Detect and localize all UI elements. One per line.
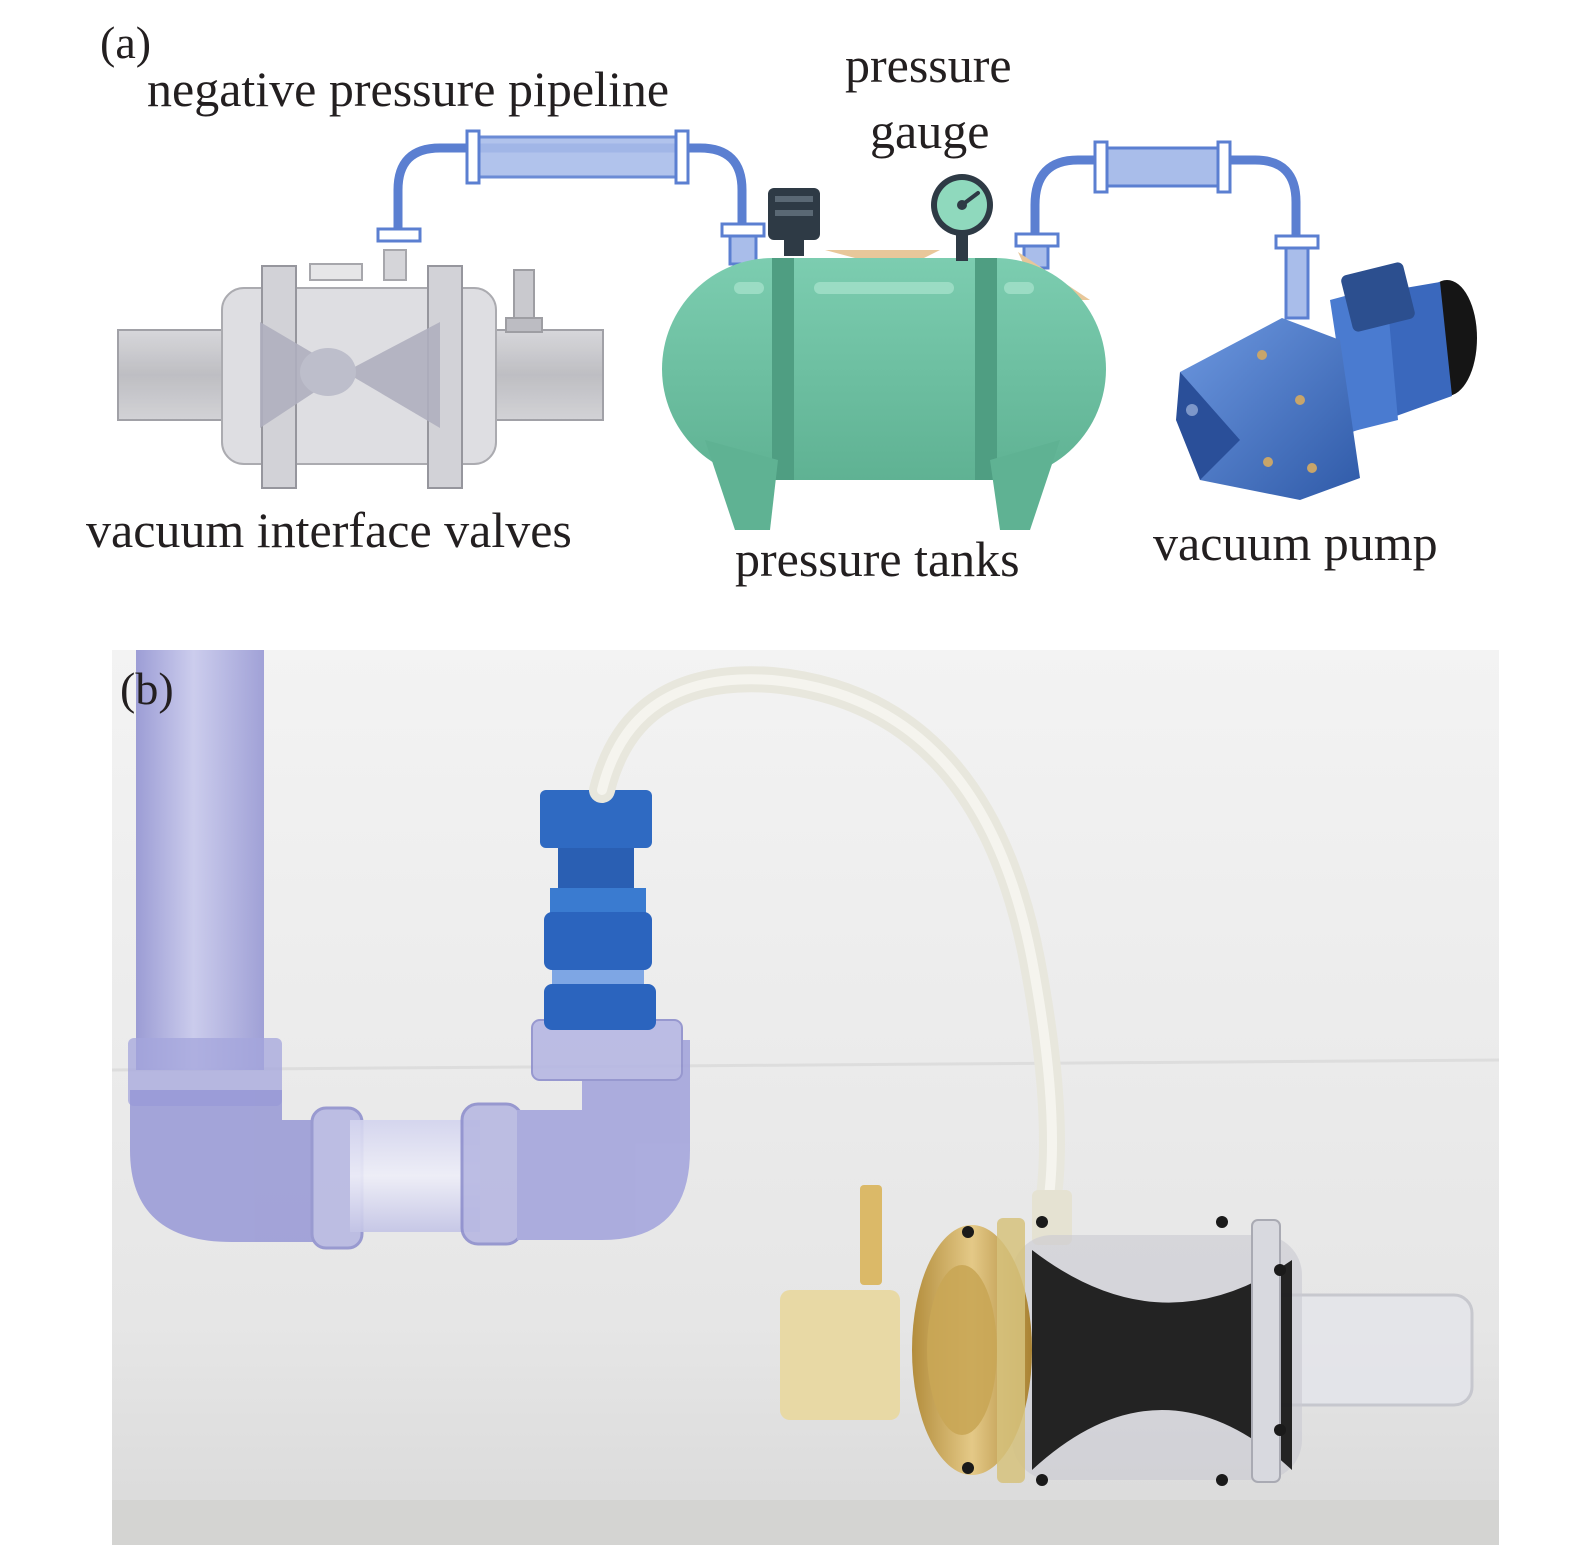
label-vacuum-interface-valves: vacuum interface valves [86, 502, 572, 558]
pressure-tank [662, 174, 1106, 530]
pipeline-sleeve [376, 129, 766, 266]
photo-drawing [112, 650, 1499, 1545]
vacuum-interface-valve-prototype [780, 1185, 1474, 1486]
vacuum-interface-valve [117, 249, 604, 489]
panel-b-photo: (b) [112, 650, 1499, 1545]
panel-a-schematic: (a) negative pressure pipeline pressure … [0, 0, 1575, 620]
panel-b-tag: (b) [120, 663, 174, 714]
label-vacuum-pump: vacuum pump [1153, 515, 1438, 571]
vertical-clear-pipe [128, 650, 282, 1106]
horizontal-clear-pipe [350, 1120, 480, 1232]
blue-connector-fitting [540, 790, 656, 1030]
pump-pipeline-sleeve [1014, 140, 1320, 320]
label-negative-pressure-pipeline: negative pressure pipeline [147, 61, 670, 117]
right-elbow-fitting [460, 1019, 690, 1246]
label-pressure-tanks: pressure tanks [735, 531, 1020, 587]
schematic-drawing [117, 129, 1477, 530]
label-pressure-gauge-line1: pressure [845, 37, 1012, 93]
floor-surface [112, 1500, 1499, 1545]
panel-a-tag: (a) [100, 17, 152, 68]
left-elbow-fitting [130, 1090, 364, 1250]
vacuum-pump [1176, 262, 1477, 500]
label-pressure-gauge-line2: gauge [870, 103, 990, 159]
